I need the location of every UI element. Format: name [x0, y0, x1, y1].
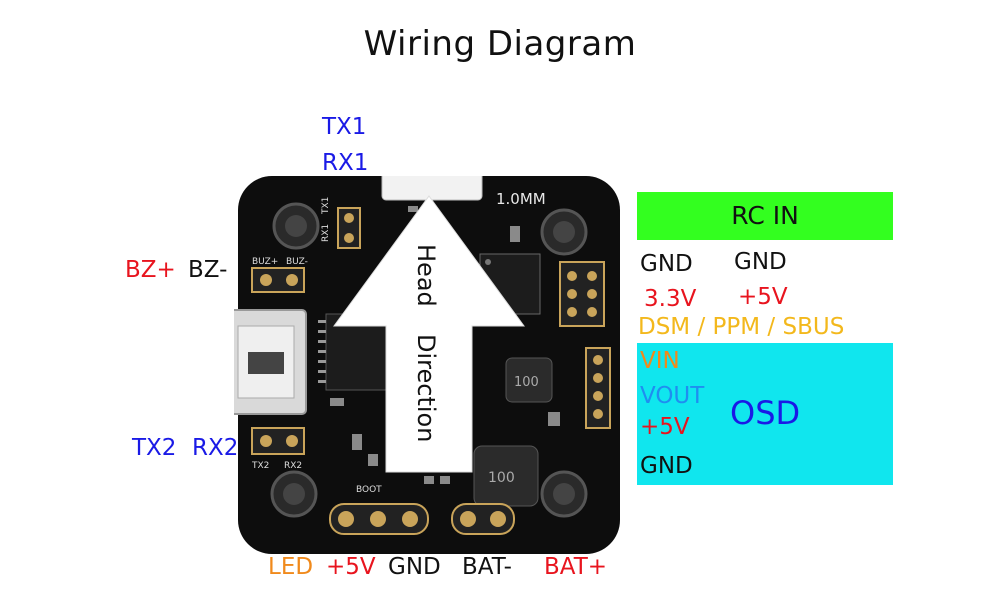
arrow-text-direction: Direction	[412, 334, 440, 442]
rc-gnd-right: GND	[734, 249, 787, 275]
svg-text:TX2: TX2	[251, 461, 269, 471]
label-tx1: TX1	[322, 114, 367, 140]
osd-vin: VIN	[640, 348, 680, 374]
svg-text:100: 100	[488, 470, 515, 486]
svg-text:TX1: TX1	[321, 197, 331, 215]
diagram-title: Wiring Diagram	[363, 24, 637, 64]
label-rx1: RX1	[322, 150, 369, 176]
svg-text:100: 100	[514, 375, 539, 390]
mcu-chip	[318, 313, 391, 391]
jst-connector	[381, 159, 483, 201]
pads-uart2: TX2 RX2	[251, 427, 305, 471]
osd-box	[637, 343, 893, 485]
flight-controller-board: 1.0MM TX1 RX1 BUZ+ BUZ- TX2 R	[225, 134, 624, 560]
label-bat-minus: BAT-	[462, 554, 512, 580]
usb-port	[225, 309, 307, 415]
svg-text:BUZ-: BUZ-	[286, 257, 308, 267]
osd-gnd: GND	[640, 453, 693, 479]
head-direction-arrow: Head Direction	[333, 195, 525, 473]
label-rx2: RX2	[192, 435, 239, 461]
osd-5v: +5V	[640, 414, 690, 440]
rc-3v3: 3.3V	[644, 286, 697, 312]
label-bat-plus: BAT+	[544, 554, 608, 580]
rc-5v: +5V	[738, 284, 788, 310]
pads-uart1: TX1 RX1	[321, 197, 361, 249]
connector-size-label: 1.0MM	[496, 190, 546, 208]
svg-text:BUZ+: BUZ+	[252, 257, 278, 267]
pads-bottom	[329, 503, 515, 535]
osd-title: OSD	[730, 394, 801, 432]
pads-buzzer: BUZ+ BUZ-	[251, 257, 308, 293]
pads-osd	[585, 347, 611, 429]
rc-gnd-left: GND	[640, 251, 693, 277]
svg-text:RX2: RX2	[284, 461, 302, 471]
arrow-text-head: Head	[412, 244, 440, 307]
rc-protocols: DSM / PPM / SBUS	[638, 314, 845, 340]
label-led: LED	[268, 554, 314, 580]
label-bz-plus: BZ+	[125, 257, 176, 283]
label-tx2: TX2	[132, 435, 177, 461]
label-bz-minus: BZ-	[188, 257, 228, 283]
pads-rc-in	[559, 261, 605, 327]
rc-in-title: RC IN	[731, 201, 799, 230]
label-plus5v-bottom: +5V	[326, 554, 376, 580]
inductor-small: 100	[505, 357, 553, 403]
mounting-holes	[270, 202, 588, 518]
rc-in-box: RC IN	[637, 192, 893, 240]
inductor-large: 100	[473, 445, 539, 507]
smd-components	[330, 206, 560, 484]
label-gnd-bottom: GND	[388, 554, 441, 580]
osd-vout: VOUT	[640, 383, 705, 409]
svg-text:RX1: RX1	[321, 224, 331, 242]
boot-silk: BOOT	[356, 485, 382, 495]
